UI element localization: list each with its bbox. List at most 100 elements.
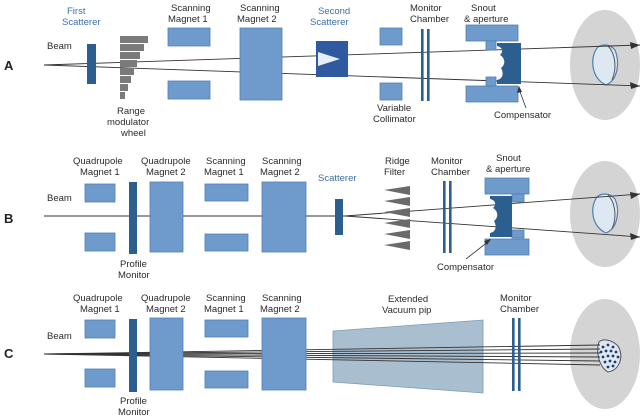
panel-c-letter: C bbox=[4, 346, 14, 361]
snout-label-b-2: & aperture bbox=[486, 164, 530, 175]
variable-collimator-top bbox=[379, 27, 403, 46]
second-scatterer-label-2: Scatterer bbox=[310, 17, 349, 28]
quadrupole-magnet-2-label-b-1: Quadrupole bbox=[141, 156, 191, 167]
second-scatterer-cone bbox=[318, 52, 340, 66]
compensator-b bbox=[490, 196, 512, 237]
compensator-a bbox=[497, 43, 521, 84]
snout-top-b bbox=[484, 177, 530, 195]
vacuum-pipe-label-2: Vacuum pip bbox=[382, 305, 431, 316]
compensator-label-b: Compensator bbox=[437, 262, 494, 273]
snout-label-b-1: Snout bbox=[496, 153, 521, 164]
monitor-chamber-label-a-1: Monitor bbox=[410, 3, 442, 14]
variable-collimator-label-2: Collimator bbox=[373, 114, 416, 125]
range-modulator-label-1: Range bbox=[117, 106, 145, 117]
quadrupole-magnet-1-label-b-1: Quadrupole bbox=[73, 156, 123, 167]
scanning-magnet-1-label-c-2: Magnet 1 bbox=[204, 304, 244, 315]
compensator-label-a: Compensator bbox=[494, 110, 551, 121]
scanning-magnet-2-label-a-1: Scanning bbox=[240, 3, 280, 14]
panel-a-letter: A bbox=[4, 58, 14, 73]
quadrupole-magnet-1-label-b-2: Magnet 1 bbox=[80, 167, 120, 178]
scanning-magnet-2-c bbox=[261, 317, 307, 391]
scanning-magnet-1-label-b-2: Magnet 1 bbox=[204, 167, 244, 178]
scanning-magnet-2-label-b-1: Scanning bbox=[262, 156, 302, 167]
monitor-chamber-plate-a-1 bbox=[421, 29, 424, 101]
scanning-magnet-2-label-c-1: Scanning bbox=[262, 293, 302, 304]
scanning-magnet-1-label-b-1: Scanning bbox=[206, 156, 246, 167]
scanning-magnet-1-top-c bbox=[204, 319, 249, 338]
scanning-magnet-1-top-a bbox=[167, 27, 211, 47]
quadrupole-magnet-1-bottom-b bbox=[84, 232, 116, 252]
vacuum-pipe-label-1: Extended bbox=[388, 294, 428, 305]
profile-monitor-label-b-1: Profile bbox=[120, 259, 147, 270]
scanning-magnet-1-bottom-c bbox=[204, 370, 249, 389]
beam-arrow-lower-a bbox=[630, 82, 640, 89]
scanning-magnet-2-b bbox=[261, 181, 307, 253]
spot-pattern-c bbox=[599, 343, 620, 369]
quadrupole-magnet-2-c bbox=[149, 317, 184, 391]
beam-arrow-upper-a bbox=[630, 42, 640, 49]
beam-arrow-upper-b bbox=[630, 192, 640, 199]
snout-bottom-a bbox=[465, 85, 519, 103]
scatterer-b bbox=[335, 199, 343, 235]
scanning-magnet-2-label-c-2: Magnet 2 bbox=[260, 304, 300, 315]
first-scatterer-label-2: Scatterer bbox=[62, 17, 101, 28]
scanning-magnet-1-label-a-2: Magnet 1 bbox=[168, 14, 208, 25]
target-volume-b bbox=[592, 193, 619, 234]
extended-vacuum-pipe bbox=[332, 319, 484, 394]
monitor-chamber-label-a-2: Chamber bbox=[410, 14, 449, 25]
monitor-chamber-plate-b-1 bbox=[443, 181, 446, 253]
target-contour-a bbox=[607, 45, 616, 81]
profile-monitor-c bbox=[129, 319, 137, 392]
monitor-chamber-label-b-2: Chamber bbox=[431, 167, 470, 178]
profile-monitor-label-c-1: Profile bbox=[120, 396, 147, 407]
panel-b-letter: B bbox=[4, 211, 13, 226]
snout-top-a bbox=[465, 24, 519, 42]
monitor-chamber-label-c-1: Monitor bbox=[500, 293, 532, 304]
monitor-chamber-label-c-2: Chamber bbox=[500, 304, 539, 315]
compensator-pointer-head-a bbox=[517, 86, 522, 93]
second-scatterer-label-1: Second bbox=[318, 6, 350, 17]
compensator-pointer-b bbox=[465, 240, 490, 260]
quadrupole-magnet-1-top-b bbox=[84, 183, 116, 203]
ridge-filter-label-1: Ridge bbox=[385, 156, 410, 167]
target-volume-a bbox=[592, 44, 619, 86]
beam-label-c: Beam bbox=[47, 331, 72, 342]
aperture-bottom-b bbox=[511, 229, 525, 239]
quadrupole-magnet-2-label-c-1: Quadrupole bbox=[141, 293, 191, 304]
monitor-chamber-plate-b-2 bbox=[449, 181, 452, 253]
ridge-filter-label-2: Filter bbox=[384, 167, 405, 178]
scanning-magnet-2-label-a-2: Magnet 2 bbox=[237, 14, 277, 25]
quadrupole-magnet-2-b bbox=[149, 181, 184, 253]
quadrupole-magnet-1-label-c-2: Magnet 1 bbox=[80, 304, 120, 315]
profile-monitor-label-b-2: Monitor bbox=[118, 270, 150, 281]
monitor-chamber-plate-c-2 bbox=[518, 318, 521, 391]
beam-label-b: Beam bbox=[47, 193, 72, 204]
target-contour-b bbox=[607, 194, 616, 230]
quadrupole-magnet-2-label-c-2: Magnet 2 bbox=[146, 304, 186, 315]
monitor-chamber-label-b-1: Monitor bbox=[431, 156, 463, 167]
aperture-top-a bbox=[485, 40, 497, 51]
quadrupole-magnet-1-top-c bbox=[84, 319, 116, 339]
quadrupole-magnet-1-label-c-1: Quadrupole bbox=[73, 293, 123, 304]
range-modulator-wheel bbox=[120, 36, 148, 99]
panel-b: B Beam Quadrupole Magnet 1 Profile Monit… bbox=[4, 153, 641, 281]
variable-collimator-bottom bbox=[379, 82, 403, 101]
compensator-pointer-head-b bbox=[484, 239, 491, 245]
first-scatterer bbox=[87, 44, 96, 84]
monitor-chamber-plate-c-1 bbox=[512, 318, 515, 391]
scatterer-label-b: Scatterer bbox=[318, 173, 357, 184]
scanning-magnet-1-label-c-1: Scanning bbox=[206, 293, 246, 304]
panel-a: A Beam First Scatterer Range modulator w… bbox=[4, 3, 641, 139]
profile-monitor-b bbox=[129, 182, 137, 254]
panel-c: C Extended Vacuum pip Beam Quadrupole bbox=[4, 293, 640, 417]
beam-arrow-lower-b bbox=[630, 233, 640, 240]
beam-path-lower-b bbox=[344, 215, 641, 238]
scanning-magnet-2-label-b-2: Magnet 2 bbox=[260, 167, 300, 178]
first-scatterer-label-1: First bbox=[67, 6, 86, 17]
scanning-magnet-1-bottom-a bbox=[167, 80, 211, 100]
scanning-magnet-2-a bbox=[239, 27, 283, 101]
scanning-magnet-1-top-b bbox=[204, 183, 249, 202]
snout-label-a-1: Snout bbox=[471, 3, 496, 14]
range-modulator-label-2: modulator bbox=[107, 117, 149, 128]
aperture-top-b bbox=[511, 193, 525, 203]
